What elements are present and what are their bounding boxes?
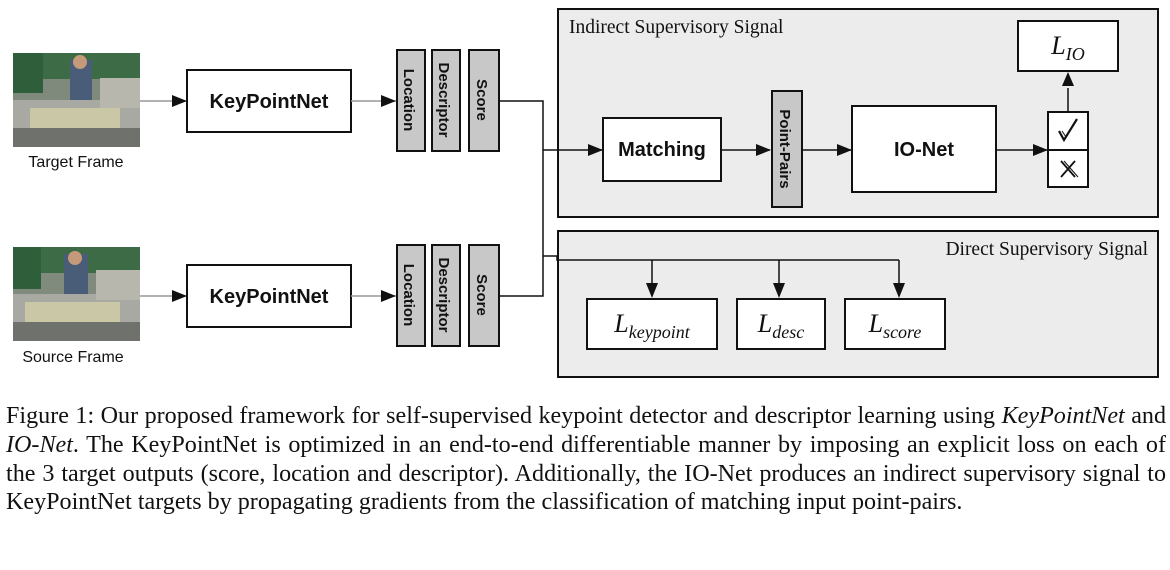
- target-frame-label: Target Frame: [28, 154, 123, 171]
- outputs-bottom-group: Location Descriptor Score: [396, 244, 500, 347]
- loss-score-label: Lscore: [868, 309, 922, 342]
- pairs-to-ionet-arrowhead: [837, 144, 852, 156]
- source-frame-label: Source Frame: [22, 349, 123, 366]
- caption-keypointnet: KeyPointNet: [1001, 403, 1125, 429]
- direct-panel-title: Direct Supervisory Signal: [945, 239, 1148, 260]
- keypointnet-bottom-box: KeyPointNet: [186, 264, 352, 328]
- output-descriptor-bottom-label: Descriptor: [435, 257, 452, 332]
- outputs-top-group: Location Descriptor Score: [396, 49, 500, 152]
- drop-desc-arrowhead: [773, 283, 785, 298]
- cross-icon: [1060, 160, 1079, 178]
- indirect-panel-title: Indirect Supervisory Signal: [569, 17, 784, 38]
- matching-to-pairs-arrowhead: [756, 144, 771, 156]
- keypointnet-top-label: KeyPointNet: [210, 91, 329, 113]
- drop-keypoint-arrowhead: [646, 283, 658, 298]
- matching-label: Matching: [618, 139, 706, 161]
- loss-desc-label: Ldesc: [757, 309, 804, 342]
- output-location-bottom-box: [396, 244, 426, 347]
- output-score-top-label: Score: [473, 79, 490, 121]
- keypointnet-top-out-arrowhead: [381, 95, 396, 107]
- loss-io-box: LIO: [1017, 20, 1119, 72]
- matching-box: Matching: [602, 117, 722, 182]
- classifier-box: [1047, 111, 1089, 188]
- framework-diagram: Indirect Supervisory Signal Direct Super…: [13, 8, 1159, 378]
- classifier-to-loss-arrowhead: [1062, 72, 1074, 86]
- caption-lead: Figure 1: Our proposed framework for sel…: [6, 403, 1002, 429]
- ionet-to-classifier-arrowhead: [1033, 144, 1048, 156]
- keypointnet-bottom-out-arrowhead: [381, 290, 396, 302]
- output-location-bottom-label: Location: [400, 264, 417, 327]
- output-location-top-label: Location: [400, 69, 417, 132]
- point-pairs-label: Point-Pairs: [776, 109, 793, 188]
- output-descriptor-bottom-box: [431, 244, 461, 347]
- output-descriptor-top-label: Descriptor: [435, 62, 452, 137]
- keypointnet-bottom-label: KeyPointNet: [210, 286, 329, 308]
- output-score-bottom-label: Score: [473, 274, 490, 316]
- caption-and: and: [1124, 403, 1167, 429]
- loss-desc-box: Ldesc: [736, 298, 826, 350]
- ionet-label: IO-Net: [894, 139, 954, 161]
- drop-score-arrowhead: [893, 283, 905, 298]
- loss-keypoint-label: Lkeypoint: [613, 309, 690, 342]
- ionet-box: IO-Net: [851, 105, 997, 193]
- target-input-arrowhead: [172, 95, 187, 107]
- direct-signal-line: [543, 255, 899, 261]
- output-location-top-box: [396, 49, 426, 152]
- loss-score-box: Lscore: [844, 298, 946, 350]
- to-matching-arrowhead: [588, 144, 603, 156]
- caption-rest: . The KeyPointNet is optimized in an end…: [6, 431, 1166, 516]
- loss-io-label: LIO: [1050, 31, 1084, 64]
- output-score-top-box: [468, 49, 500, 152]
- outputs-merge-line: [499, 100, 544, 297]
- source-frame-image: [13, 247, 140, 341]
- target-frame-image: [13, 53, 140, 147]
- check-icon: [1058, 118, 1078, 143]
- loss-keypoint-box: Lkeypoint: [586, 298, 718, 350]
- output-descriptor-top-box: [431, 49, 461, 152]
- source-input-arrowhead: [172, 290, 187, 302]
- keypointnet-top-box: KeyPointNet: [186, 69, 352, 133]
- point-pairs-box: Point-Pairs: [771, 90, 803, 208]
- caption-ionet: IO-Net: [6, 431, 73, 458]
- figure-caption: Figure 1: Our proposed framework for sel…: [6, 402, 1166, 517]
